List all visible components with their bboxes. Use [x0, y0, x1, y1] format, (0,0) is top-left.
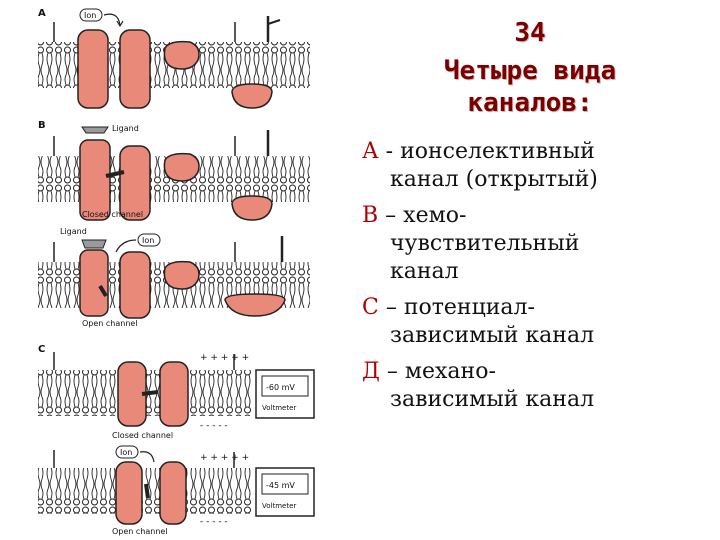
plus-signs-c2: + + + + +: [200, 453, 249, 463]
panel-a-label: A: [38, 8, 46, 19]
slide-title: Четыре вида каналов:: [390, 55, 670, 119]
list-item-a: А - ионселективный канал (открытый): [362, 138, 712, 194]
item-text: зависимый канал: [390, 323, 595, 348]
item-text: зависимый канал: [390, 387, 595, 412]
voltage-2: -45 mV: [266, 481, 295, 490]
item-text: – механо-: [379, 359, 496, 384]
item-text: канал (открытый): [390, 167, 598, 192]
closed-channel-label-b: Closed channel: [82, 210, 143, 219]
closed-channel-label-c: Closed channel: [112, 431, 173, 440]
list-item-d: Д – механо- зависимый канал: [362, 358, 712, 414]
slide-title-line1: Четыре вида: [443, 56, 617, 86]
slide-title-line2: каналов:: [467, 88, 593, 118]
ion-label-c: Ion: [120, 448, 132, 457]
panel-c-label: C: [38, 344, 45, 355]
voltage-1: -60 mV: [266, 383, 295, 392]
panel-b-label: B: [38, 120, 46, 131]
panel-c-open: Ion + + + + + - - - - - Open channel -45…: [38, 445, 315, 536]
minus-signs-c1: - - - - -: [200, 421, 228, 431]
item-text: - ионселективный: [378, 139, 595, 164]
ion-label-b: Ion: [142, 236, 154, 245]
item-text: чувствительный: [390, 231, 580, 256]
panel-b-closed: B Ligand Closed channel: [38, 120, 310, 221]
panel-c-closed: C + + + + + - - - - - Closed channel -60…: [38, 344, 315, 440]
panel-a: A Ion: [38, 8, 310, 109]
ligand-label-b2: Ligand: [60, 227, 87, 236]
item-letter: С: [362, 295, 379, 320]
slide-number: 34: [514, 18, 546, 48]
item-letter: А: [362, 139, 379, 164]
voltmeter-label-1: Voltmeter: [262, 404, 296, 412]
open-channel-label-b: Open channel: [82, 319, 138, 328]
item-letter: Д: [362, 359, 380, 384]
list-item-b: В – хемо- чувствительный канал: [362, 202, 712, 286]
panel-b-open: Ligand Ion Open channel: [38, 227, 310, 328]
channel-diagram: A Ion B Ligand Closed channel Ligand: [38, 8, 315, 536]
minus-signs-c2: - - - - -: [200, 517, 228, 527]
plus-signs-c1: + + + + +: [200, 353, 249, 363]
item-text: – хемо-: [378, 203, 467, 228]
item-text: канал: [390, 259, 459, 284]
ligand-label-b: Ligand: [112, 124, 139, 133]
open-channel-label-c: Open channel: [112, 527, 168, 536]
voltmeter-label-2: Voltmeter: [262, 502, 296, 510]
item-text: – потенциал-: [378, 295, 535, 320]
channel-types-list: А - ионселективный канал (открытый) В – …: [362, 138, 712, 422]
ion-label-a: Ion: [84, 11, 96, 20]
item-letter: В: [362, 203, 379, 228]
list-item-c: С – потенциал- зависимый канал: [362, 294, 712, 350]
